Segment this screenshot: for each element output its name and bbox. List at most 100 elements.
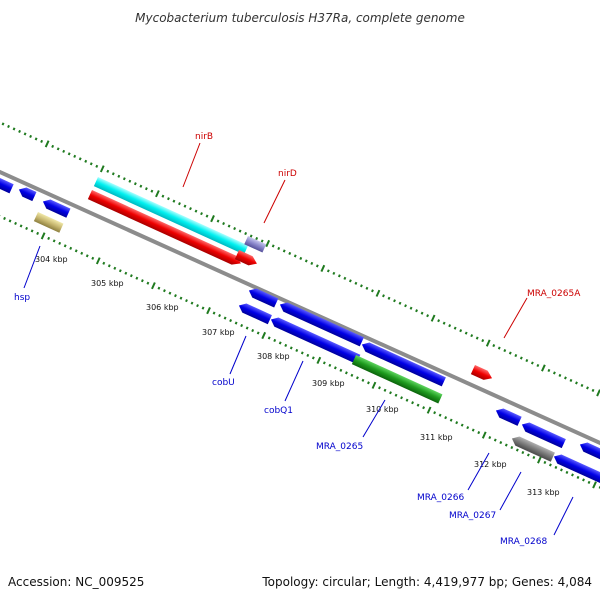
gene-cobU[interactable] [237,301,272,325]
gene-nirD[interactable] [244,236,267,253]
tick-mark [558,373,562,378]
tick-mark [316,356,322,364]
tick-mark [333,366,337,370]
tick-mark [360,284,363,288]
tick-mark [310,261,314,265]
tick-mark [129,274,133,278]
gene-left-2[interactable] [17,185,37,202]
scale-label: 308 kbp [257,352,290,361]
tick-mark [387,296,391,300]
tick-mark [244,231,248,236]
tick-mark [80,251,84,255]
tick-mark [238,229,242,233]
label-cobU[interactable]: cobU [212,378,235,388]
gene-MRA_0265A[interactable] [470,365,494,383]
gene-MRA_0266[interactable] [494,406,522,426]
tick-mark [433,411,437,415]
tick-mark [356,376,359,380]
tick-mark [14,221,17,226]
gene-cobQ1-upper[interactable] [278,300,364,347]
gene-MRA_0267-upper[interactable] [520,420,566,449]
gene-hsp[interactable] [33,212,64,233]
gene-nirB[interactable] [93,177,249,255]
tick-mark [179,296,183,300]
gene-MRA_0265-upper[interactable] [360,340,446,387]
tick-mark [234,321,238,325]
tick-mark [405,398,409,402]
tick-mark [174,294,177,298]
tick-mark [251,328,255,333]
label-hsp[interactable]: hsp [14,293,30,303]
tick-mark [525,358,529,363]
label-MRA_0266[interactable]: MRA_0266 [417,493,464,503]
tick-mark [361,378,365,382]
gene-MRA_0265[interactable] [351,355,443,404]
tick-mark [497,346,501,350]
tick-mark [328,363,332,367]
tick-mark [172,199,176,203]
tick-mark [592,481,597,489]
tick-mark [122,177,126,181]
tick-mark [453,326,457,330]
tick-mark [575,381,578,385]
tick-mark [430,314,436,322]
tick-mark [337,274,341,278]
tick-mark [481,339,485,343]
label-MRA_0268[interactable]: MRA_0268 [500,537,547,547]
tick-mark [167,197,170,201]
tick-mark [299,256,303,260]
tick-mark [343,276,347,280]
tick-mark [157,286,161,290]
gene-cobQ1[interactable] [269,315,361,364]
tick-mark [44,140,50,148]
tick-mark [576,475,580,479]
genome-backbone [0,169,600,446]
tick-mark [586,386,589,390]
label-MRA_0267[interactable]: MRA_0267 [449,511,496,521]
gene-nirD-red[interactable] [234,250,259,268]
label-MRA_0265A[interactable]: MRA_0265A [527,289,581,299]
tick-mark [543,460,547,465]
tick-mark [322,361,326,365]
tick-mark [560,468,563,472]
tick-mark [398,301,402,305]
gene-left-3[interactable] [41,197,71,218]
tick-mark [404,304,407,308]
label-leaders [23,142,574,536]
tick-mark [36,231,40,235]
tick-mark [537,456,542,464]
scale-labels: 304 kbp 305 kbp 306 kbp 307 kbp 308 kbp … [35,255,560,497]
tick-mark [56,147,60,151]
label-nirD[interactable]: nirD [278,169,297,179]
gene-MRA_0268[interactable] [552,452,600,491]
tick-mark [249,234,253,238]
tick-mark [464,331,468,335]
tick-mark [146,281,150,285]
tick-mark [233,227,237,231]
gene-left-1[interactable] [0,175,14,194]
tick-mark [124,271,128,275]
gene-cobU-upper[interactable] [247,286,279,308]
tick-mark [422,406,426,410]
scale-label: 309 kbp [312,379,345,388]
label-nirB[interactable]: nirB [195,132,213,142]
tick-mark [30,229,34,233]
tick-mark [344,371,348,375]
gene-MRA_0267[interactable] [510,434,555,462]
tick-mark [378,386,381,390]
tick-mark [183,204,187,208]
map-title: Mycobacterium tuberculosis H37Ra, comple… [135,11,465,25]
inner-tick-ring [0,215,600,489]
tick-mark [365,286,369,290]
tick-mark [371,381,377,389]
gene-right-upper[interactable] [578,440,600,466]
scale-label: 305 kbp [91,279,124,288]
gene-nirB-red[interactable] [87,190,243,268]
label-MRA_0265[interactable]: MRA_0265 [316,442,363,452]
tick-mark [151,282,156,290]
label-cobQ1[interactable]: cobQ1 [264,406,293,416]
tick-mark [548,463,552,467]
tick-mark [40,232,46,240]
tick-mark [514,353,518,358]
tick-mark [155,190,160,198]
